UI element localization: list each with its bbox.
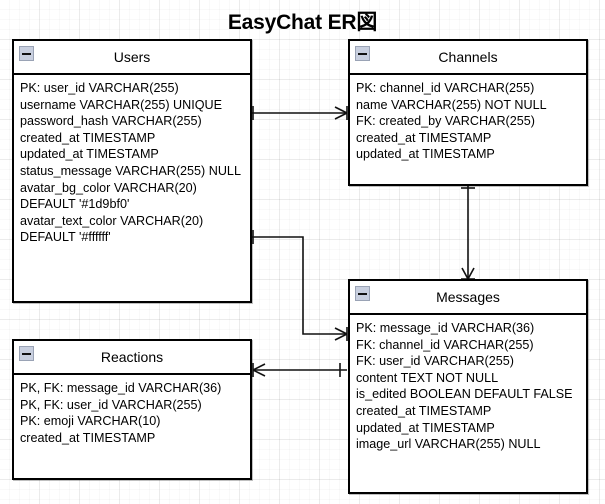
attribute-row: updated_at TIMESTAMP [356, 420, 495, 435]
entity-channels[interactable]: Channels PK: channel_id VARCHAR(255) nam… [348, 39, 588, 186]
attribute-row: PK: message_id VARCHAR(36) [356, 321, 535, 335]
entity-reactions-attributes: PK, FK: message_id VARCHAR(36) PK, FK: u… [14, 375, 250, 450]
attribute-row: avatar_text_color VARCHAR(20) DEFAULT '#… [20, 213, 204, 245]
relationship-reactions-messages [252, 363, 347, 377]
attribute-row: updated_at TIMESTAMP [20, 147, 159, 162]
entity-users-title: Users [113, 49, 151, 65]
attribute-row: updated_at TIMESTAMP [356, 147, 495, 162]
attribute-row: status_message VARCHAR(255) NULL [20, 163, 241, 178]
attribute-row: username VARCHAR(255) UNIQUE [20, 97, 223, 112]
attribute-row: password_hash VARCHAR(255) [20, 114, 202, 129]
attribute-row: PK: emoji VARCHAR(10) [20, 414, 161, 429]
entity-reactions[interactable]: Reactions PK, FK: message_id VARCHAR(36)… [12, 339, 252, 480]
entity-channels-attributes: PK: channel_id VARCHAR(255) name VARCHAR… [350, 75, 586, 167]
minus-icon[interactable] [19, 346, 34, 361]
attribute-row: created_at TIMESTAMP [20, 130, 156, 145]
attribute-row: FK: channel_id VARCHAR(255) [356, 337, 534, 352]
attribute-row: PK: channel_id VARCHAR(255) [356, 81, 535, 95]
attribute-row: image_url VARCHAR(255) NULL [356, 437, 541, 452]
attribute-row: created_at TIMESTAMP [356, 130, 492, 145]
attribute-row: FK: created_by VARCHAR(255) [356, 114, 535, 129]
entity-users[interactable]: Users PK: user_id VARCHAR(255) username … [12, 39, 252, 303]
minus-icon[interactable] [19, 46, 34, 61]
attribute-row: PK: user_id VARCHAR(255) [20, 81, 179, 95]
minus-icon[interactable] [355, 46, 370, 61]
attribute-row: avatar_bg_color VARCHAR(20) DEFAULT '#1d… [20, 180, 197, 212]
entity-messages-header: Messages [350, 281, 586, 315]
entity-reactions-title: Reactions [100, 349, 164, 365]
entity-messages[interactable]: Messages PK: message_id VARCHAR(36) FK: … [348, 279, 588, 494]
attribute-row: is_edited BOOLEAN DEFAULT FALSE [356, 387, 573, 402]
attribute-row: FK: user_id VARCHAR(255) [356, 354, 514, 369]
attribute-row: created_at TIMESTAMP [20, 430, 156, 445]
entity-channels-header: Channels [350, 41, 586, 75]
attribute-row: name VARCHAR(255) NOT NULL [356, 97, 547, 112]
page-title: EasyChat ER図 [227, 11, 378, 34]
entity-users-header: Users [14, 41, 250, 75]
attribute-row: content TEXT NOT NULL [356, 370, 499, 385]
relationship-channels-messages [461, 186, 475, 280]
entity-messages-title: Messages [436, 289, 500, 305]
attribute-row: PK, FK: user_id VARCHAR(255) [20, 397, 202, 412]
relationship-users-messages [252, 230, 348, 341]
attribute-row: created_at TIMESTAMP [356, 403, 492, 418]
entity-messages-attributes: PK: message_id VARCHAR(36) FK: channel_i… [350, 315, 586, 457]
minus-icon[interactable] [355, 286, 370, 301]
entity-channels-title: Channels [438, 49, 498, 65]
entity-users-attributes: PK: user_id VARCHAR(255) username VARCHA… [14, 75, 250, 250]
entity-reactions-header: Reactions [14, 341, 250, 375]
relationship-users-channels [252, 106, 348, 120]
attribute-row: PK, FK: message_id VARCHAR(36) [20, 381, 222, 395]
